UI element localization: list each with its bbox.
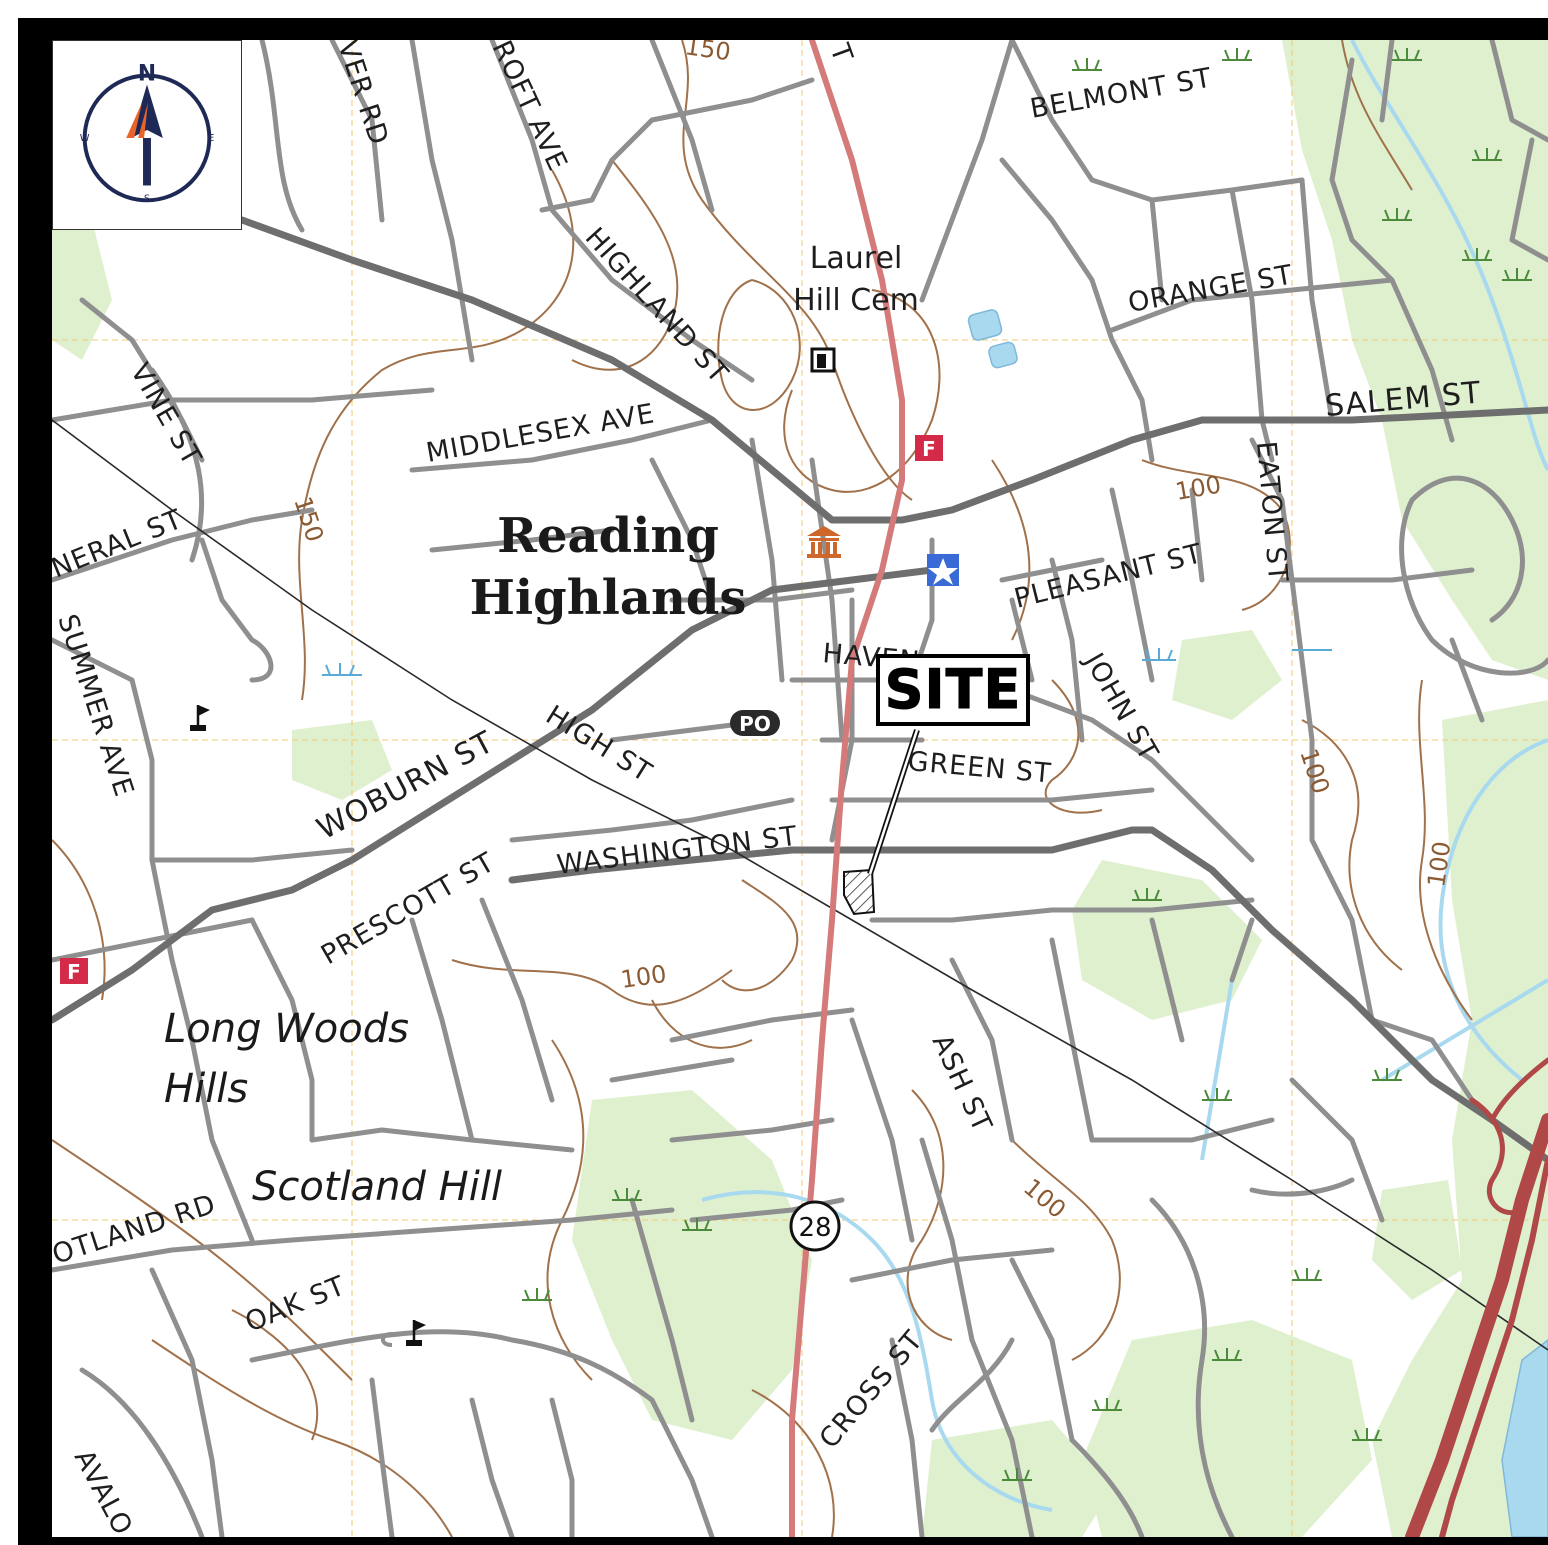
- site-callout: SITE: [876, 654, 1030, 726]
- street-label-croft: ROFT AVE: [486, 40, 573, 176]
- water-features: [701, 40, 1548, 1512]
- cemetery-label-line-2: Hill Cem: [793, 283, 919, 318]
- contour-label: 150: [288, 493, 329, 545]
- street-label-pleasant: PLEASANT ST: [1011, 538, 1206, 615]
- map-area: F F PO 28 150 1: [52, 40, 1548, 1537]
- street-label-oak: OAK ST: [241, 1270, 350, 1338]
- local-roads: [52, 40, 1548, 1537]
- vegetation-areas: [52, 40, 1548, 1537]
- route-28: [789, 40, 905, 1537]
- major-roads: [52, 216, 1548, 1164]
- place-label-reading: Reading: [497, 508, 719, 564]
- railroad: [52, 419, 1548, 1351]
- golf-flag-icon: [381, 1320, 426, 1347]
- compass-west-label: W: [80, 133, 90, 144]
- site-parcel: [843, 729, 920, 916]
- police-star-icon: [927, 554, 959, 586]
- fire-station-label: F: [67, 960, 81, 984]
- topographic-map: F F PO 28 150 1: [52, 40, 1548, 1537]
- place-label-scotland-hill: Scotland Hill: [252, 1164, 502, 1210]
- ponds: [967, 309, 1548, 1537]
- fire-station-icon: F: [60, 958, 88, 984]
- golf-flag-icon: [190, 705, 210, 731]
- street-label-orange: ORANGE ST: [1126, 259, 1296, 318]
- street-label-ash: ASH ST: [926, 1030, 998, 1137]
- contour-label: 150: [683, 40, 732, 66]
- street-label-summer: SUMMER AVE: [52, 611, 140, 801]
- street-label-belmont: BELMONT ST: [1028, 62, 1215, 124]
- north-arrow: N S E W: [52, 40, 242, 230]
- street-label-green: GREEN ST: [906, 746, 1052, 789]
- street-label-eaton: EATON ST: [1250, 440, 1293, 584]
- contour-label: 100: [1173, 470, 1223, 506]
- compass-ring: [82, 73, 212, 203]
- street-label-highland: HIGHLAND ST: [579, 222, 734, 390]
- compass-north-label: N: [138, 62, 156, 87]
- water-marsh-symbols: [322, 648, 1332, 676]
- contour-label: 100: [1294, 745, 1335, 797]
- cemetery-symbol: [810, 347, 836, 373]
- compass-east-label: E: [208, 133, 214, 144]
- fire-station-icon: F: [915, 435, 943, 461]
- post-office-label: PO: [739, 712, 771, 736]
- interstate-highway: [1405, 1057, 1548, 1537]
- place-label-highlands: Highlands: [470, 570, 747, 626]
- fire-station-label: F: [922, 437, 936, 461]
- museum-icon: [807, 526, 841, 558]
- place-label-hills: Hills: [164, 1066, 248, 1112]
- marsh-symbols: [522, 48, 1532, 1481]
- street-label-high: HIGH ST: [540, 700, 657, 789]
- street-label-vine: VINE ST: [124, 358, 207, 471]
- route-28-shield: 28: [789, 1200, 841, 1252]
- contour-label: 100: [1018, 1173, 1071, 1224]
- cemetery-label-line-1: Laurel: [810, 241, 903, 276]
- street-label-main: T: [823, 40, 858, 67]
- street-label-avalon: AVALO: [68, 1445, 139, 1537]
- post-office-icon: PO: [730, 710, 780, 736]
- contour-label: 100: [619, 960, 668, 994]
- route-number: 28: [798, 1213, 831, 1243]
- place-label-long-woods: Long Woods: [164, 1006, 409, 1052]
- street-label-river: VER RD: [331, 40, 394, 149]
- contour-label: 100: [1422, 840, 1456, 889]
- site-label: SITE: [884, 658, 1022, 721]
- compass-south-label: S: [144, 193, 150, 204]
